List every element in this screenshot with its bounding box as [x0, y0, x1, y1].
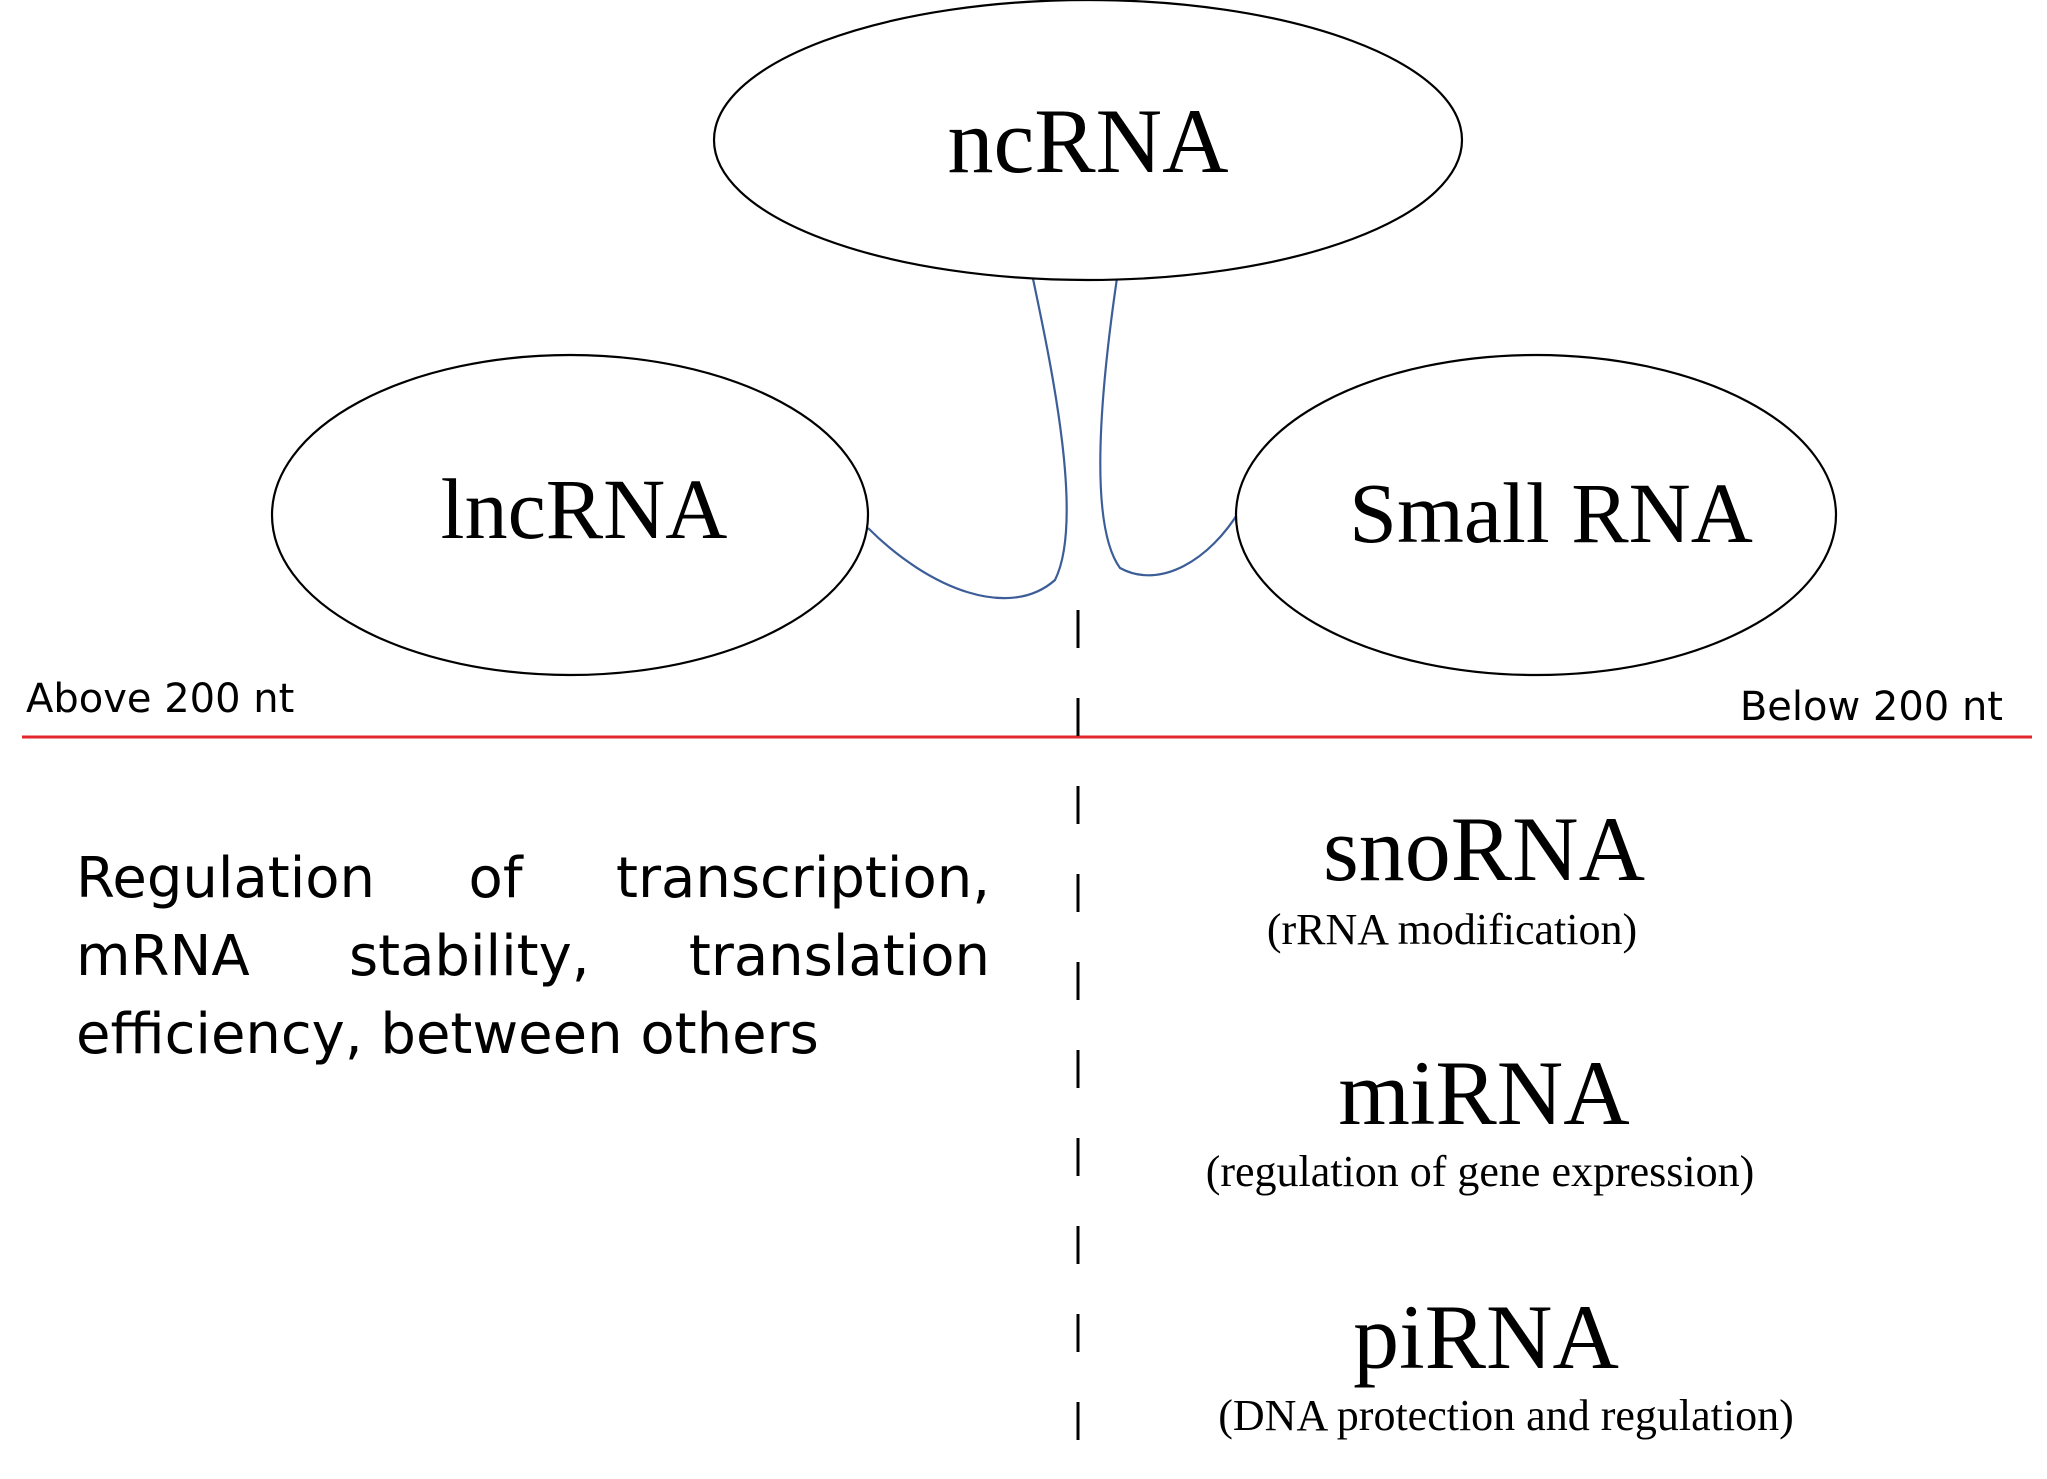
pirna-function: (DNA protection and regulation) — [1218, 1391, 1794, 1440]
below-200-nt-label: Below 200 nt — [1740, 684, 2003, 730]
snorna-function: (rRNA modification) — [1267, 905, 1637, 954]
lncrna-node — [270, 353, 870, 677]
connector-ncrna-to-lncrna — [867, 273, 1068, 600]
small-rna-label: Small RNA — [1349, 465, 1753, 561]
above-200-nt-label: Above 200 nt — [26, 676, 294, 722]
ncrna-node — [713, 0, 1463, 282]
pirna-name: piRNA — [1353, 1286, 1619, 1388]
small-rna-node — [1234, 353, 1838, 677]
ncrna-label: ncRNA — [947, 90, 1228, 192]
lncrna-function-text: Regulation of transcription, mRNA stabil… — [76, 846, 990, 1067]
snorna-name: snoRNA — [1323, 798, 1645, 900]
mirna-name: miRNA — [1338, 1042, 1629, 1144]
connector-ncrna-to-small-rna — [1099, 277, 1241, 577]
lncrna-label: lncRNA — [441, 461, 728, 557]
mirna-function: (regulation of gene expression) — [1206, 1147, 1755, 1196]
